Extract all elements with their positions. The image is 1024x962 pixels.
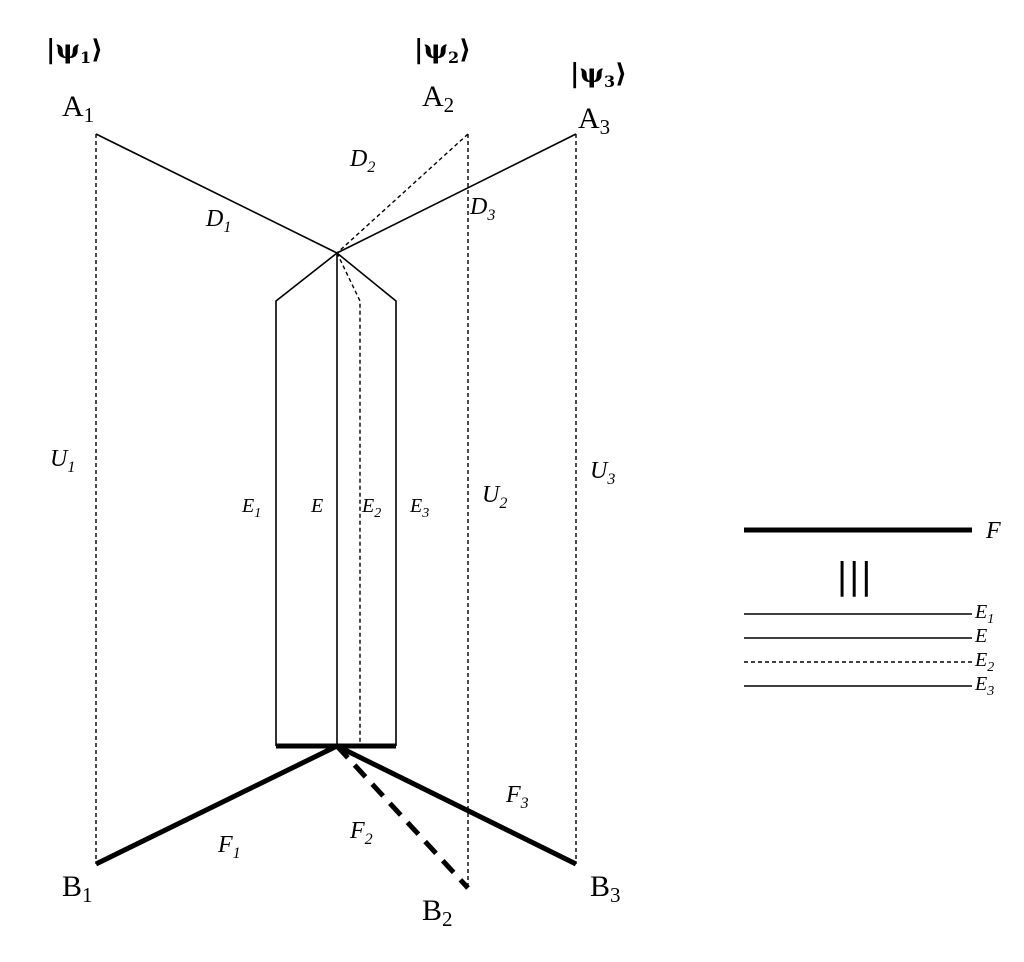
edge-e-label: E bbox=[310, 495, 323, 517]
point-a1-label: A1 bbox=[62, 90, 94, 127]
edge-e3-line bbox=[336, 252, 397, 746]
legend-e-label: E bbox=[974, 625, 987, 647]
edge-f1-line bbox=[94, 743, 339, 867]
edge-d3-line bbox=[336, 133, 577, 254]
edge-e3-label: E3 bbox=[409, 495, 429, 521]
point-a3-label: A3 bbox=[578, 102, 610, 139]
edge-e1-line bbox=[275, 252, 338, 746]
edge-e2-line bbox=[336, 252, 361, 746]
legend-f-label: F bbox=[985, 518, 1001, 544]
ket-psi3: |ψ3⟩ bbox=[570, 59, 627, 91]
legend-e1-label: E1 bbox=[974, 601, 994, 627]
edge-d1-line bbox=[95, 133, 338, 254]
edge-f2-line bbox=[335, 744, 470, 890]
line-style-legend: F ||| E1 E E2 E3 bbox=[744, 518, 1001, 699]
legend-equivalence-mark: ||| bbox=[836, 556, 872, 597]
edge-e1-label: E1 bbox=[241, 495, 261, 521]
edge-d1-label: D1 bbox=[205, 206, 231, 236]
point-b2-label: B2 bbox=[422, 894, 453, 931]
edge-f2-label: F2 bbox=[349, 818, 373, 848]
edge-u1-label: U1 bbox=[50, 446, 75, 476]
point-b3-label: B3 bbox=[590, 870, 621, 907]
edge-d2-label: D2 bbox=[349, 146, 375, 176]
edge-f1-label: F1 bbox=[217, 832, 241, 862]
ket-psi1: |ψ1⟩ bbox=[46, 35, 103, 67]
point-b1-label: B1 bbox=[62, 870, 93, 907]
edge-u3-label: U3 bbox=[590, 458, 615, 488]
edge-f3-label: F3 bbox=[505, 782, 529, 812]
edge-d3-label: D3 bbox=[469, 194, 495, 224]
ket-psi2: |ψ2⟩ bbox=[414, 35, 471, 67]
edge-f3-line bbox=[335, 743, 578, 867]
edge-d2-line bbox=[336, 133, 469, 254]
edge-u2-label: U2 bbox=[482, 482, 507, 512]
point-a2-label: A2 bbox=[422, 80, 454, 117]
legend-e3-label: E3 bbox=[974, 673, 994, 699]
legend-e2-label: E2 bbox=[974, 649, 994, 675]
edge-e2-label: E2 bbox=[361, 495, 381, 521]
